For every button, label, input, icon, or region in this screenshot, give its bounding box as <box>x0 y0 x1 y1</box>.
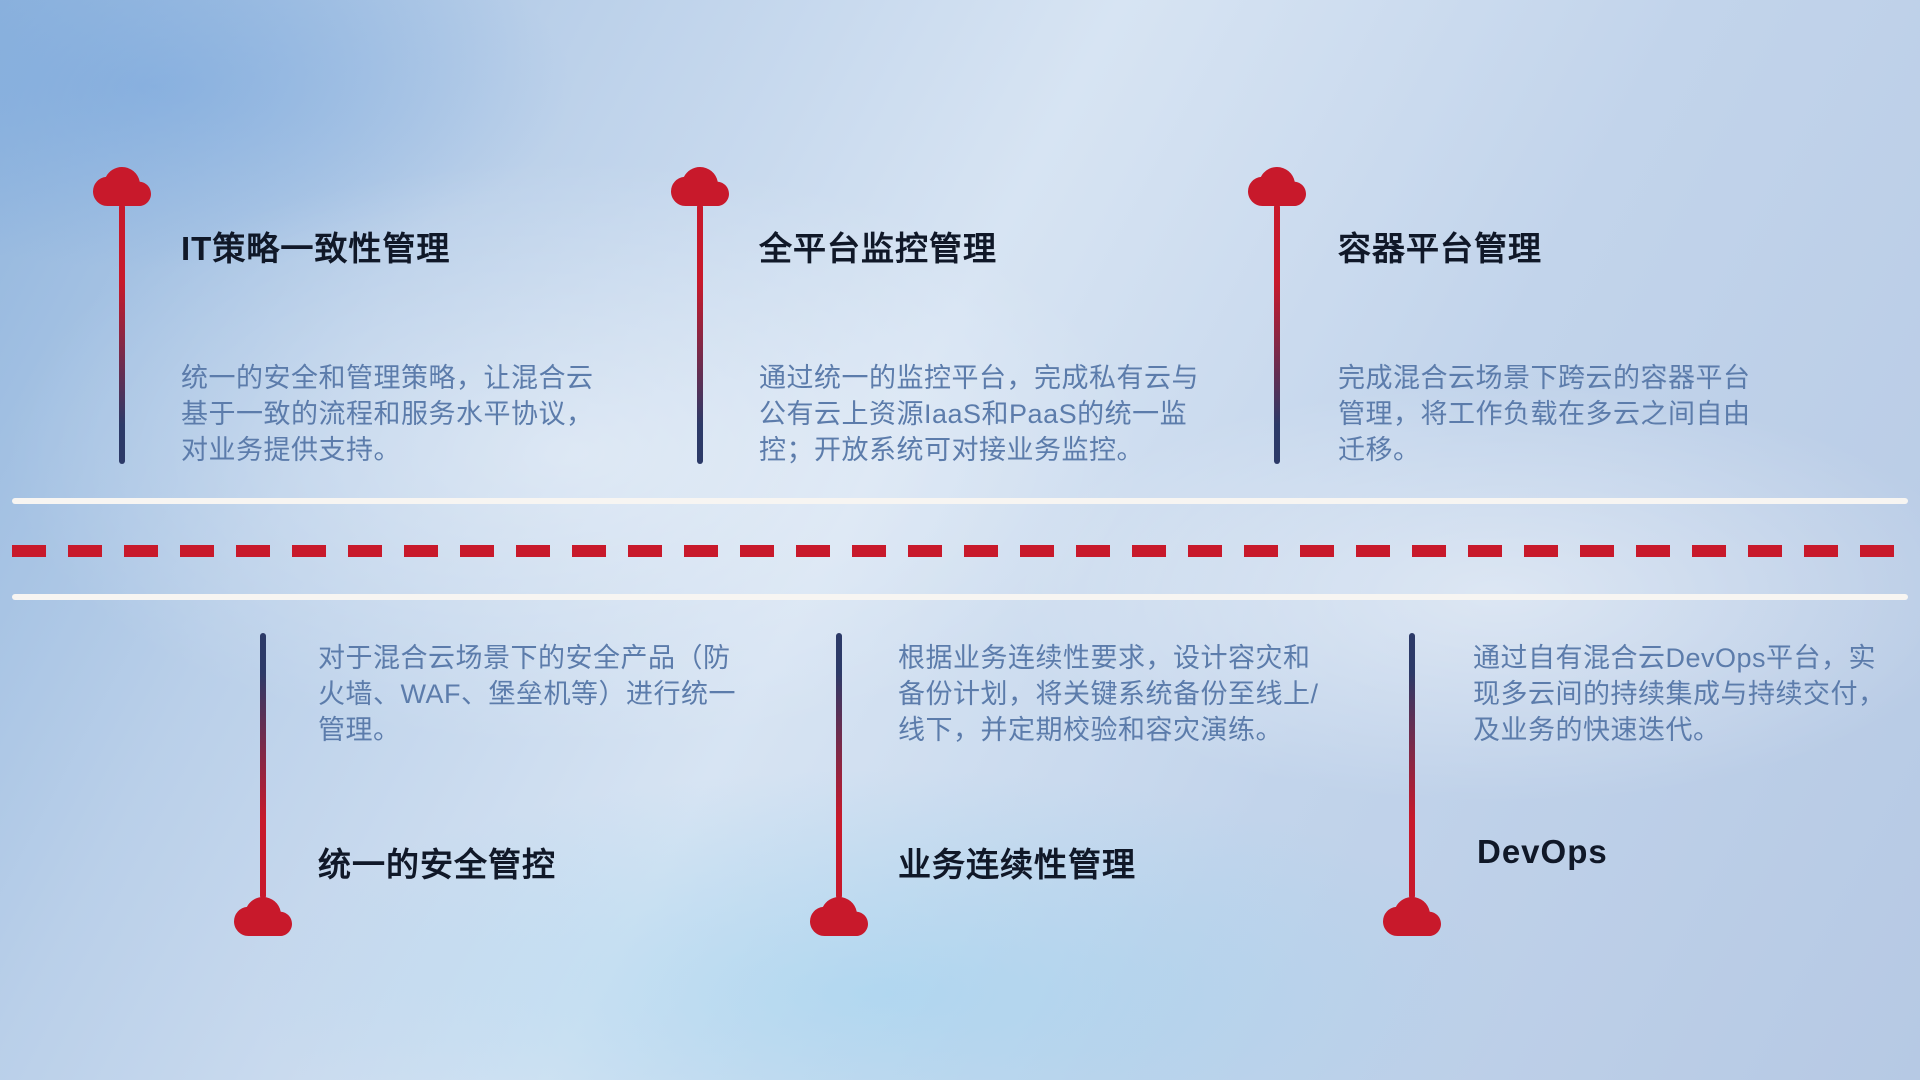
road-line-bottom <box>12 594 1908 600</box>
milestone-description: 完成混合云场景下跨云的容器平台管理，将工作负载在多云之间自由迁移。 <box>1338 363 1751 465</box>
milestone-title: 容器平台管理 <box>1338 230 1542 267</box>
road-dashed-line <box>12 545 1908 557</box>
road-line-top <box>12 498 1908 504</box>
cloud-icon <box>671 167 729 206</box>
milestone-description: 统一的安全和管理策略，让混合云基于一致的流程和服务水平协议，对业务提供支持。 <box>181 363 594 465</box>
milestone-title: IT策略一致性管理 <box>181 230 451 267</box>
milestone-title: 业务连续性管理 <box>898 846 1136 883</box>
milestone-title: 全平台监控管理 <box>759 230 997 267</box>
milestone-description: 通过统一的监控平台，完成私有云与公有云上资源IaaS和PaaS的统一监控；开放系… <box>759 363 1199 465</box>
milestone-title: DevOps <box>1477 833 1608 870</box>
connector-line <box>119 204 125 464</box>
milestone-title: 统一的安全管控 <box>318 846 556 883</box>
connector-line <box>697 204 703 464</box>
connector-line <box>1274 204 1280 464</box>
milestone-description: 根据业务连续性要求，设计容灾和备份计划，将关键系统备份至线上/线下，并定期校验和… <box>898 643 1319 745</box>
connector-line <box>836 633 842 899</box>
cloud-icon <box>93 167 151 206</box>
cloud-icon <box>1248 167 1306 206</box>
connector-line <box>260 633 266 899</box>
milestone-description: 对于混合云场景下的安全产品（防火墙、WAF、堡垒机等）进行统一管理。 <box>318 643 736 745</box>
connector-line <box>1409 633 1415 899</box>
milestone-description: 通过自有混合云DevOps平台，实现多云间的持续集成与持续交付，及业务的快速迭代… <box>1473 643 1886 745</box>
cloud-icon <box>1383 897 1441 936</box>
cloud-icon <box>234 897 292 936</box>
cloud-icon <box>810 897 868 936</box>
